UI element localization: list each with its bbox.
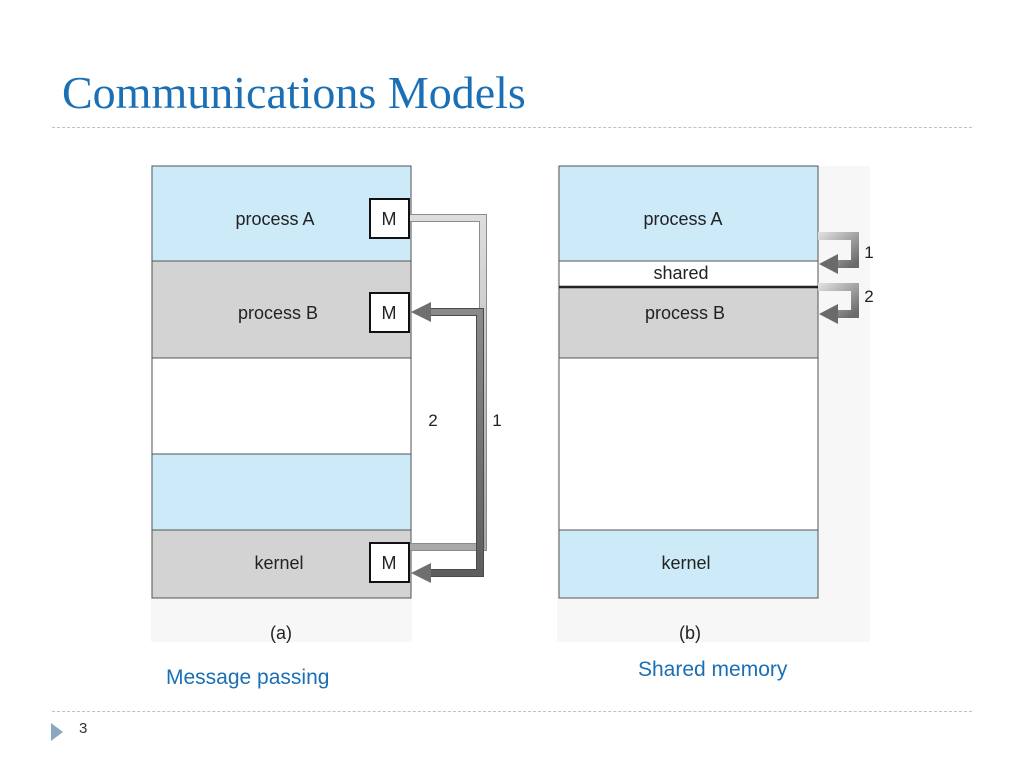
page-number: 3 (79, 720, 88, 737)
arrow-1-outline (410, 214, 487, 551)
diagram-a-process-b-region (152, 261, 411, 358)
diagram-a-blue-region (152, 454, 411, 530)
diagram-b-shared-region (559, 261, 818, 286)
title-divider (52, 127, 972, 128)
page-title: Communications Models (62, 67, 526, 118)
diagram-a-empty-region (152, 358, 411, 454)
diagram-a-message-box-process-a (369, 198, 410, 239)
arrow-1 (410, 215, 486, 550)
diagram-b-kernel-label: kernel (661, 553, 710, 573)
arrow-2-outline (430, 308, 484, 577)
diagram-b-process-b-label: process B (645, 303, 725, 323)
diagram-a-message-label-process-a: M (382, 209, 397, 229)
diagram-b-process-a-label: process A (643, 209, 722, 229)
diagram-b-sublabel: (b) (679, 623, 701, 643)
diagram-a-process-a-region (152, 166, 411, 261)
diagram-a-message-box-process-b (369, 292, 410, 333)
diagram-shared-memory: process A shared process B kernel 1 2 (b… (557, 165, 874, 643)
diagram-a-message-label-process-b: M (382, 303, 397, 323)
diagram-b-process-b-region (559, 288, 818, 358)
triangle-right-icon (51, 723, 63, 741)
diagram-b-arrow-1 (818, 232, 859, 268)
diagram-message-passing: process A process B kernel M M M 2 1 (a) (151, 165, 502, 643)
diagram-a-arrow-2-label: 2 (428, 411, 437, 430)
diagram-a-kernel-label: kernel (254, 553, 303, 573)
diagram-a-arrow-1-label: 1 (492, 411, 501, 430)
diagram-b-empty-region (559, 358, 818, 530)
diagram-b-arrow-2-label: 2 (864, 287, 873, 306)
footer-divider (52, 711, 972, 712)
diagram-a-message-label-kernel: M (382, 553, 397, 573)
caption-shared-memory: Shared memory (638, 658, 788, 681)
diagram-a-process-b-label: process B (238, 303, 318, 323)
caption-message-passing: Message passing (166, 666, 330, 689)
diagram-b-arrow-2-head (819, 304, 838, 324)
arrow-2-head-bottom (411, 563, 431, 583)
diagram-b-arrow-2 (818, 283, 859, 318)
diagram-b-shared-label: shared (653, 263, 708, 283)
diagram-a-kernel-region (152, 530, 411, 598)
arrow-2-head-top (411, 302, 431, 322)
communications-diagram: process A process B kernel M M M 2 1 (a) (151, 165, 874, 643)
diagram-a-process-a-label: process A (235, 209, 314, 229)
diagram-a-message-box-kernel (369, 542, 410, 583)
diagram-b-kernel-region (559, 530, 818, 598)
diagram-b-arrow-1-label: 1 (864, 243, 873, 262)
arrow-2 (430, 309, 483, 576)
diagram-b-process-a-region (559, 166, 818, 261)
diagram-b-arrow-1-head (819, 254, 838, 274)
diagram-a-sublabel: (a) (270, 623, 292, 643)
